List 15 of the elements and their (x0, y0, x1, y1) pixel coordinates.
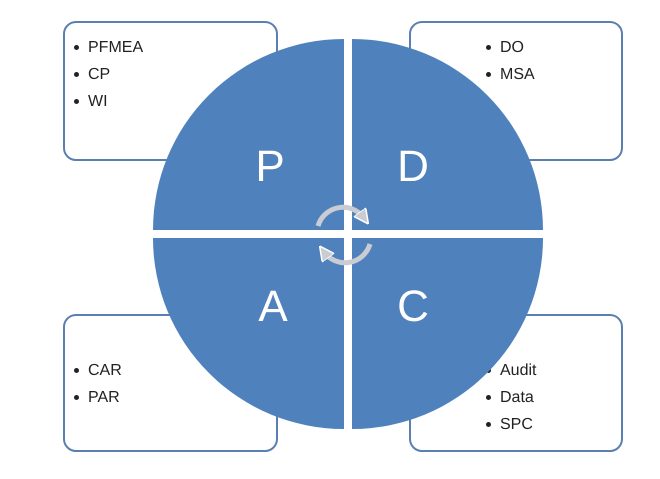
bullet-item: WI (88, 92, 108, 112)
quadrant-letter: P (255, 145, 285, 189)
quadrant-letter: A (258, 285, 288, 329)
bullet-item: PFMEA (88, 38, 144, 58)
bullet-item: DO (500, 38, 524, 58)
bullet-item: MSA (500, 64, 535, 84)
bullet-item: CAR (88, 360, 122, 380)
quadrant-letter: C (397, 285, 429, 329)
bullet-item: SPC (500, 414, 533, 434)
curved-arrow (316, 204, 370, 227)
bullet-item: CP (88, 64, 110, 84)
bullet-item: Data (500, 388, 534, 408)
bullet-item: PAR (88, 388, 120, 408)
quadrant-letter: D (397, 145, 429, 189)
bullet-item: Audit (500, 360, 536, 380)
